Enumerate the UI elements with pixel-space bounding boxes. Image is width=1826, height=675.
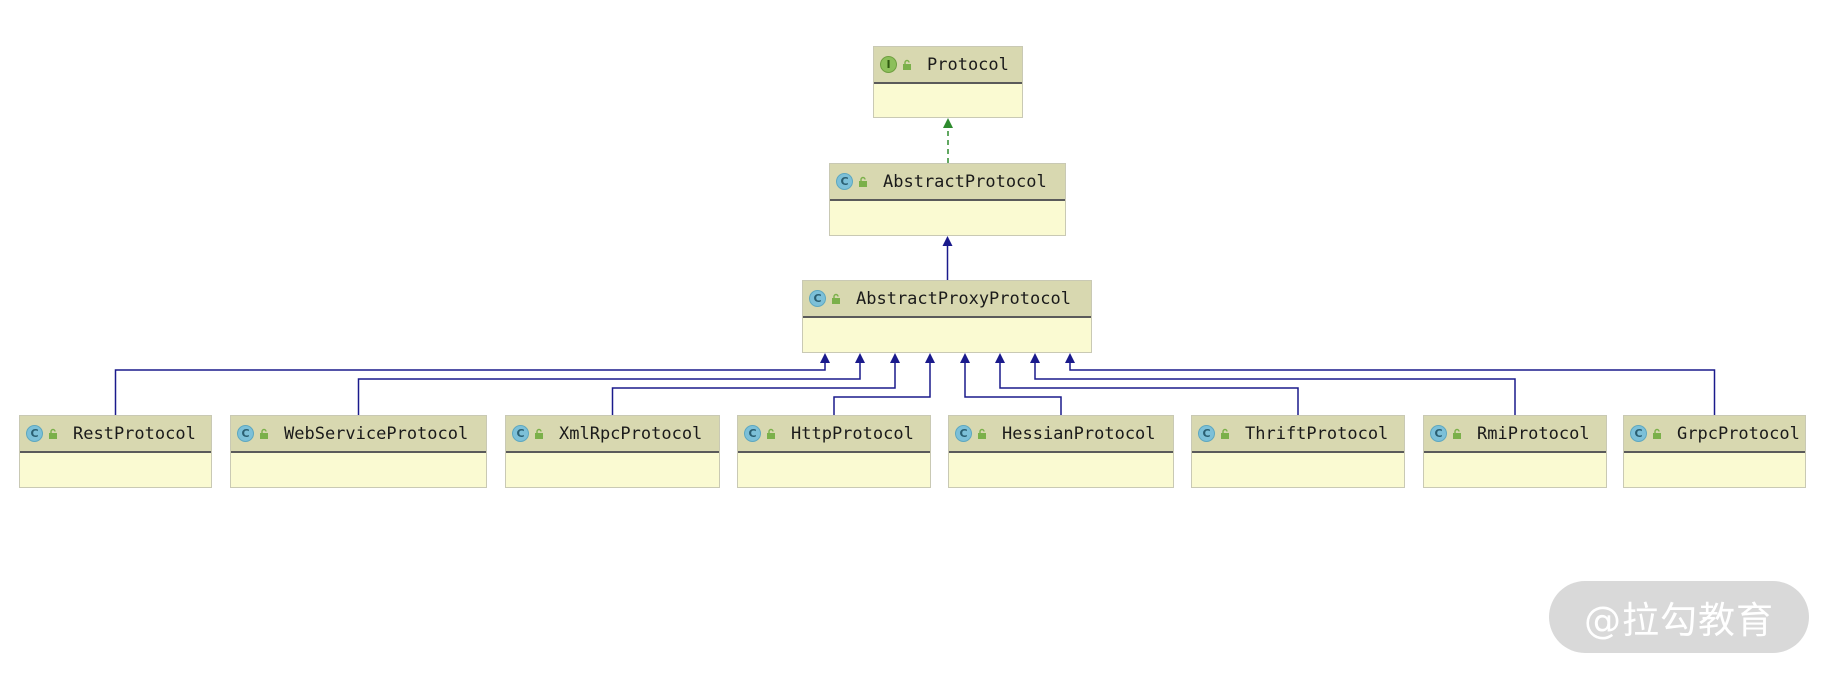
node-name: HessianProtocol <box>1002 423 1156 444</box>
extends-arrow-webservice <box>855 353 865 363</box>
class-icon: C <box>512 425 529 442</box>
node-name: AbstractProxyProtocol <box>856 288 1071 309</box>
node-name: GrpcProtocol <box>1677 423 1800 444</box>
class-icon: C <box>809 290 826 307</box>
node-name: AbstractProtocol <box>883 171 1047 192</box>
lock-icon <box>859 176 867 187</box>
node-hessian-protocol[interactable]: C HessianProtocol <box>948 415 1174 488</box>
interface-icon: I <box>880 56 897 73</box>
class-icon: C <box>744 425 761 442</box>
extends-arrow-rest <box>820 353 830 363</box>
extends-arrow-proxy <box>942 236 953 246</box>
lock-icon <box>767 428 775 439</box>
implements-arrow-abstract <box>943 118 953 128</box>
node-abstract-proxy-protocol[interactable]: C AbstractProxyProtocol <box>802 280 1092 353</box>
node-rmi-protocol[interactable]: C RmiProtocol <box>1423 415 1607 488</box>
class-icon: C <box>836 173 853 190</box>
node-rest-protocol[interactable]: C RestProtocol <box>19 415 212 488</box>
node-header: C GrpcProtocol <box>1624 416 1805 453</box>
node-protocol[interactable]: I Protocol <box>873 46 1023 118</box>
lock-icon <box>1221 428 1229 439</box>
node-grpc-protocol[interactable]: C GrpcProtocol <box>1623 415 1806 488</box>
node-header: C RestProtocol <box>20 416 211 453</box>
extends-arrow-xmlrpc <box>890 353 900 363</box>
class-icon: C <box>955 425 972 442</box>
extends-edge-grpc <box>1069 363 1716 415</box>
class-icon: C <box>1198 425 1215 442</box>
node-header: C WebServiceProtocol <box>231 416 486 453</box>
class-icon: C <box>237 425 254 442</box>
node-webservice-protocol[interactable]: C WebServiceProtocol <box>230 415 487 488</box>
node-http-protocol[interactable]: C HttpProtocol <box>737 415 931 488</box>
node-header: C RmiProtocol <box>1424 416 1606 453</box>
node-name: WebServiceProtocol <box>284 423 469 444</box>
extends-edge-xmlrpc <box>611 363 896 415</box>
extends-arrow-grpc <box>1065 353 1075 363</box>
node-abstract-protocol[interactable]: C AbstractProtocol <box>829 163 1066 236</box>
extends-arrow-thrift <box>995 353 1005 363</box>
node-name: ThriftProtocol <box>1245 423 1389 444</box>
node-header: I Protocol <box>874 47 1022 84</box>
extends-edge-webservice <box>357 363 861 415</box>
class-icon: C <box>26 425 43 442</box>
lock-icon <box>260 428 268 439</box>
node-xmlrpc-protocol[interactable]: C XmlRpcProtocol <box>505 415 720 488</box>
node-thrift-protocol[interactable]: C ThriftProtocol <box>1191 415 1405 488</box>
node-header: C AbstractProxyProtocol <box>803 281 1091 318</box>
node-name: Protocol <box>927 54 1009 75</box>
node-header: C AbstractProtocol <box>830 164 1065 201</box>
class-icon: C <box>1630 425 1647 442</box>
extends-arrow-http <box>925 353 935 363</box>
extends-edge-thrift <box>999 363 1299 415</box>
node-header: C XmlRpcProtocol <box>506 416 719 453</box>
class-icon: C <box>1430 425 1447 442</box>
extends-edge-http <box>833 363 931 415</box>
node-header: C HttpProtocol <box>738 416 930 453</box>
extends-edge-hessian <box>964 363 1062 415</box>
lock-icon <box>1653 428 1661 439</box>
lock-icon <box>535 428 543 439</box>
lock-icon <box>49 428 57 439</box>
watermark: @拉勾教育 <box>1549 581 1809 653</box>
node-name: RmiProtocol <box>1477 423 1590 444</box>
extends-arrow-hessian <box>960 353 970 363</box>
lock-icon <box>1453 428 1461 439</box>
extends-edge-rmi <box>1034 363 1516 415</box>
lock-icon <box>978 428 986 439</box>
lock-icon <box>832 293 840 304</box>
node-header: C ThriftProtocol <box>1192 416 1404 453</box>
node-header: C HessianProtocol <box>949 416 1173 453</box>
node-name: RestProtocol <box>73 423 196 444</box>
node-name: XmlRpcProtocol <box>559 423 703 444</box>
extends-edge-rest <box>114 363 826 415</box>
node-name: HttpProtocol <box>791 423 914 444</box>
extends-arrow-rmi <box>1030 353 1040 363</box>
lock-icon <box>903 59 911 70</box>
